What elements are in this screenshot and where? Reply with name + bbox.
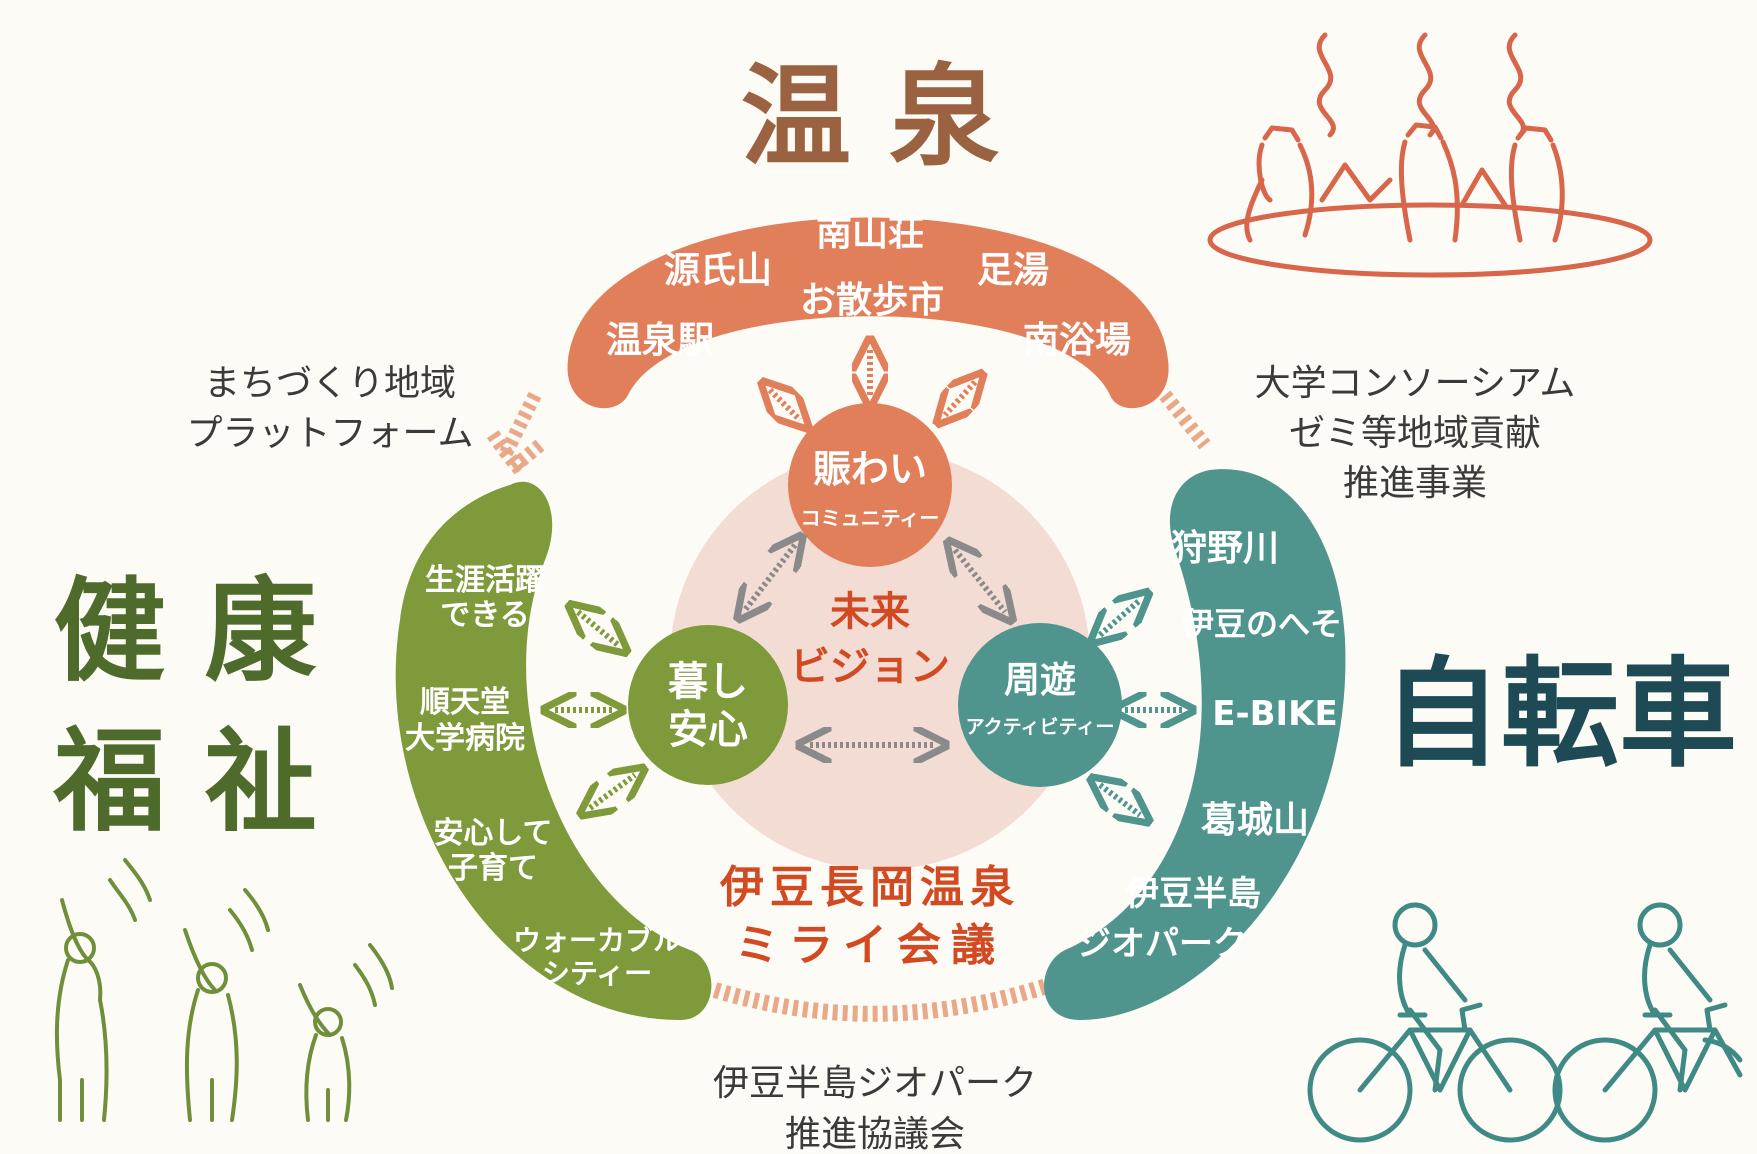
svg-text:シティー: シティー — [542, 957, 652, 990]
side-label-bottom: 推進協議会 — [785, 1114, 965, 1154]
double-arrow-icon — [555, 350, 1182, 815]
jitensha-item: 葛城山 — [1201, 800, 1309, 841]
jitensha-band — [1044, 469, 1346, 1020]
jitensha-title: 自転車 — [1383, 644, 1737, 783]
onsen-band — [567, 217, 1169, 409]
council-line2: ミライ会議 — [735, 920, 1005, 971]
side-label-top-right: ゼミ等地域貢献 — [1289, 413, 1541, 454]
kenko-item: ウォーカブル シティー — [513, 924, 681, 990]
exercising-people-icon — [54, 858, 394, 1122]
kenko-item: 生涯活躍 できる — [425, 563, 545, 633]
svg-text:賑わい: 賑わい — [813, 447, 927, 491]
svg-text:周遊: 周遊 — [1004, 660, 1076, 701]
svg-text:できる: できる — [440, 598, 529, 633]
svg-text:安心: 安心 — [668, 707, 748, 753]
onsen-item: 足湯 — [977, 250, 1049, 291]
vision-line2: ビジョン — [790, 644, 950, 690]
node-nigiwai: 賑わい コミュニティー — [788, 403, 952, 567]
jitensha-item: ジオパーク — [1077, 924, 1247, 964]
jitensha-item: 伊豆のへそ — [1181, 605, 1342, 643]
kenko-title-line2: 福 祉 — [53, 716, 317, 847]
cyclists-icon — [1307, 902, 1743, 1143]
council-line1: 伊豆長岡温泉 — [719, 862, 1020, 913]
jitensha-item: 狩野川 — [1171, 528, 1279, 569]
onsen-title: 温 泉 — [741, 52, 999, 181]
svg-text:ウォーカブル: ウォーカブル — [513, 924, 681, 957]
side-label-top-left: まちづくり地域 — [204, 363, 456, 404]
side-label-top-right: 推進事業 — [1343, 463, 1487, 504]
svg-text:順天堂: 順天堂 — [420, 685, 510, 720]
node-kurashi: 暮し 安心 — [628, 625, 788, 785]
kenko-item: 順天堂 大学病院 — [405, 685, 525, 756]
onsen-item: お散歩市 — [800, 280, 944, 321]
kenko-title-line1: 健 康 — [54, 566, 317, 697]
onsen-bathers-icon — [1207, 32, 1653, 278]
svg-text:コミュニティー: コミュニティー — [801, 506, 940, 530]
onsen-item: 南浴場 — [1023, 320, 1131, 361]
svg-text:暮し: 暮し — [668, 659, 748, 705]
jitensha-item: 伊豆半島 — [1124, 874, 1261, 914]
kenko-item: 安心して 子育て — [433, 816, 552, 886]
onsen-item: 温泉駅 — [606, 320, 714, 361]
svg-text:アクティビティー: アクティビティー — [966, 716, 1115, 738]
kenko-band — [395, 481, 712, 1020]
side-label-bottom: 伊豆半島ジオパーク — [713, 1063, 1037, 1104]
svg-text:生涯活躍: 生涯活躍 — [425, 563, 545, 598]
node-shuyu: 周遊 アクティビティー — [958, 623, 1122, 787]
side-label-top-right: 大学コンソーシアム — [1255, 363, 1576, 404]
connector-ring — [484, 390, 1211, 1022]
side-label-top-left: プラットフォーム — [187, 413, 474, 454]
svg-text:安心して: 安心して — [433, 816, 552, 851]
jitensha-item: E-BIKE — [1212, 694, 1337, 734]
svg-text:大学病院: 大学病院 — [405, 721, 525, 756]
svg-text:子育て: 子育て — [448, 851, 538, 886]
onsen-item: 源氏山 — [664, 250, 772, 291]
vision-line1: 未来 — [830, 589, 910, 635]
onsen-item: 南山荘 — [816, 213, 924, 254]
